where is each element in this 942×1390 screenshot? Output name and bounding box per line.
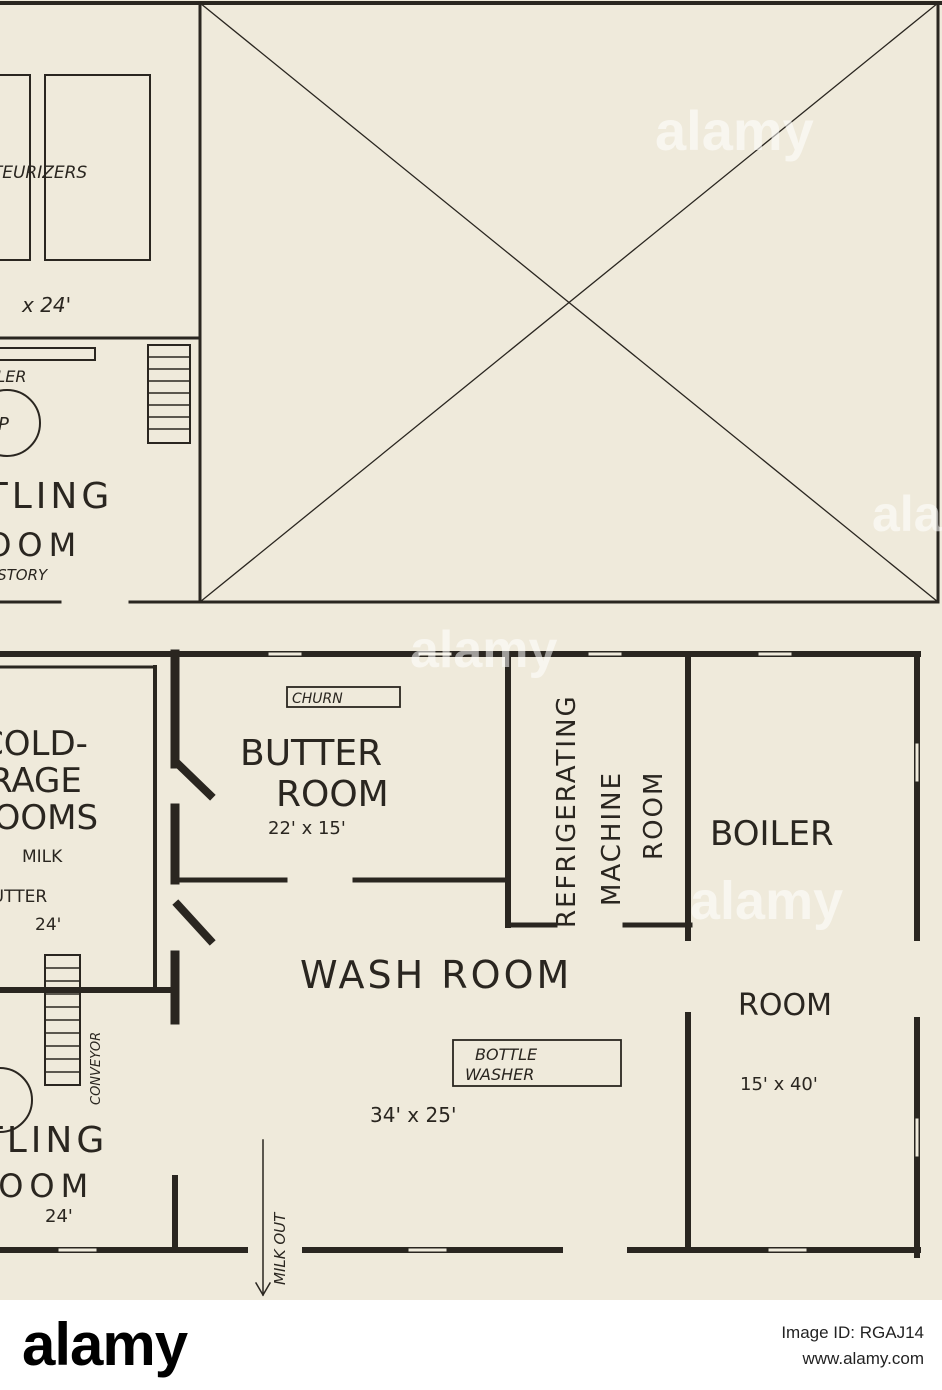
pump-circle-lower	[0, 1067, 33, 1133]
stairs-lower	[44, 954, 81, 1086]
butter-label: BUTTER	[0, 887, 47, 907]
floor-plan: PASTEURIZERS x 24' COOLER P BOTTLING ROO…	[0, 1, 942, 1297]
boiler-label: BOILER	[710, 814, 834, 854]
story-label: 2ND STORY	[0, 566, 49, 584]
milk-out-arrow	[254, 1139, 272, 1297]
wash-room-dim: 34' x 25'	[370, 1103, 456, 1127]
pump-label-upper: P	[0, 414, 9, 435]
image-meta: Image ID: RGAJ14 www.alamy.com	[781, 1320, 924, 1372]
pump-circle-upper	[0, 389, 41, 457]
milk-label: MILK	[22, 847, 63, 867]
bottling-dim-lower: 24'	[45, 1206, 73, 1227]
cold-storage-dim: 24'	[35, 915, 61, 935]
windows	[58, 652, 919, 1252]
stairs-upper	[147, 344, 191, 444]
alamy-logo[interactable]: alamy	[22, 1311, 188, 1378]
butter-room-label-2: ROOM	[276, 774, 389, 815]
empty-bay-cross	[199, 2, 939, 603]
cold-storage-label-1: COLD-	[0, 724, 88, 764]
refrig-room-label: ROOM	[639, 771, 669, 860]
milk-out-label: MILK OUT	[271, 1211, 289, 1285]
butter-room-label: BUTTER	[240, 733, 382, 774]
bottle-washer-label-1: BOTTLE	[475, 1045, 538, 1064]
bottle-washer-label-2: WASHER	[465, 1065, 534, 1084]
doors	[172, 758, 216, 946]
watermark: alamy	[655, 99, 814, 162]
pasteurizer-tanks	[0, 74, 151, 261]
pasteurizers-label: PASTEURIZERS	[0, 163, 87, 183]
bottling-label-lower: BOTTLING	[0, 1120, 108, 1161]
wash-room-label: WASH ROOM	[300, 953, 572, 997]
pasteurizer-dim: x 24'	[21, 293, 71, 317]
site-url[interactable]: www.alamy.com	[802, 1349, 924, 1368]
cooler-label: COOLER	[0, 367, 27, 386]
watermark: alamy	[690, 871, 844, 931]
bottle-washer-box	[452, 1039, 622, 1087]
conveyor-label: CONVEYOR	[89, 1032, 104, 1105]
bottling-label-upper: BOTTLING	[0, 476, 113, 517]
watermark: alamy	[872, 486, 942, 542]
machine-label: MACHINE	[597, 771, 627, 906]
churn-box	[286, 686, 401, 708]
bottling-room-lower: ROOM	[0, 1167, 94, 1205]
refrigerating-label: REFRIGERATING	[552, 694, 582, 928]
bottling-room-upper: ROOM	[0, 526, 82, 564]
churn-label: CHURN	[292, 691, 343, 707]
upper-floor-walls	[0, 1, 942, 604]
cold-storage-label-2: STORAGE	[0, 761, 82, 801]
image-id: Image ID: RGAJ14	[781, 1323, 924, 1342]
cold-storage-label-3: ROOMS	[0, 798, 98, 838]
watermark: alamy	[410, 621, 558, 679]
stock-footer: alamy Image ID: RGAJ14 www.alamy.com	[0, 1300, 942, 1390]
cooler-bar	[0, 347, 96, 361]
boiler-room-dim: 15' x 40'	[740, 1074, 818, 1095]
boiler-room-label: ROOM	[738, 988, 832, 1023]
butter-room-dim: 22' x 15'	[268, 818, 346, 839]
